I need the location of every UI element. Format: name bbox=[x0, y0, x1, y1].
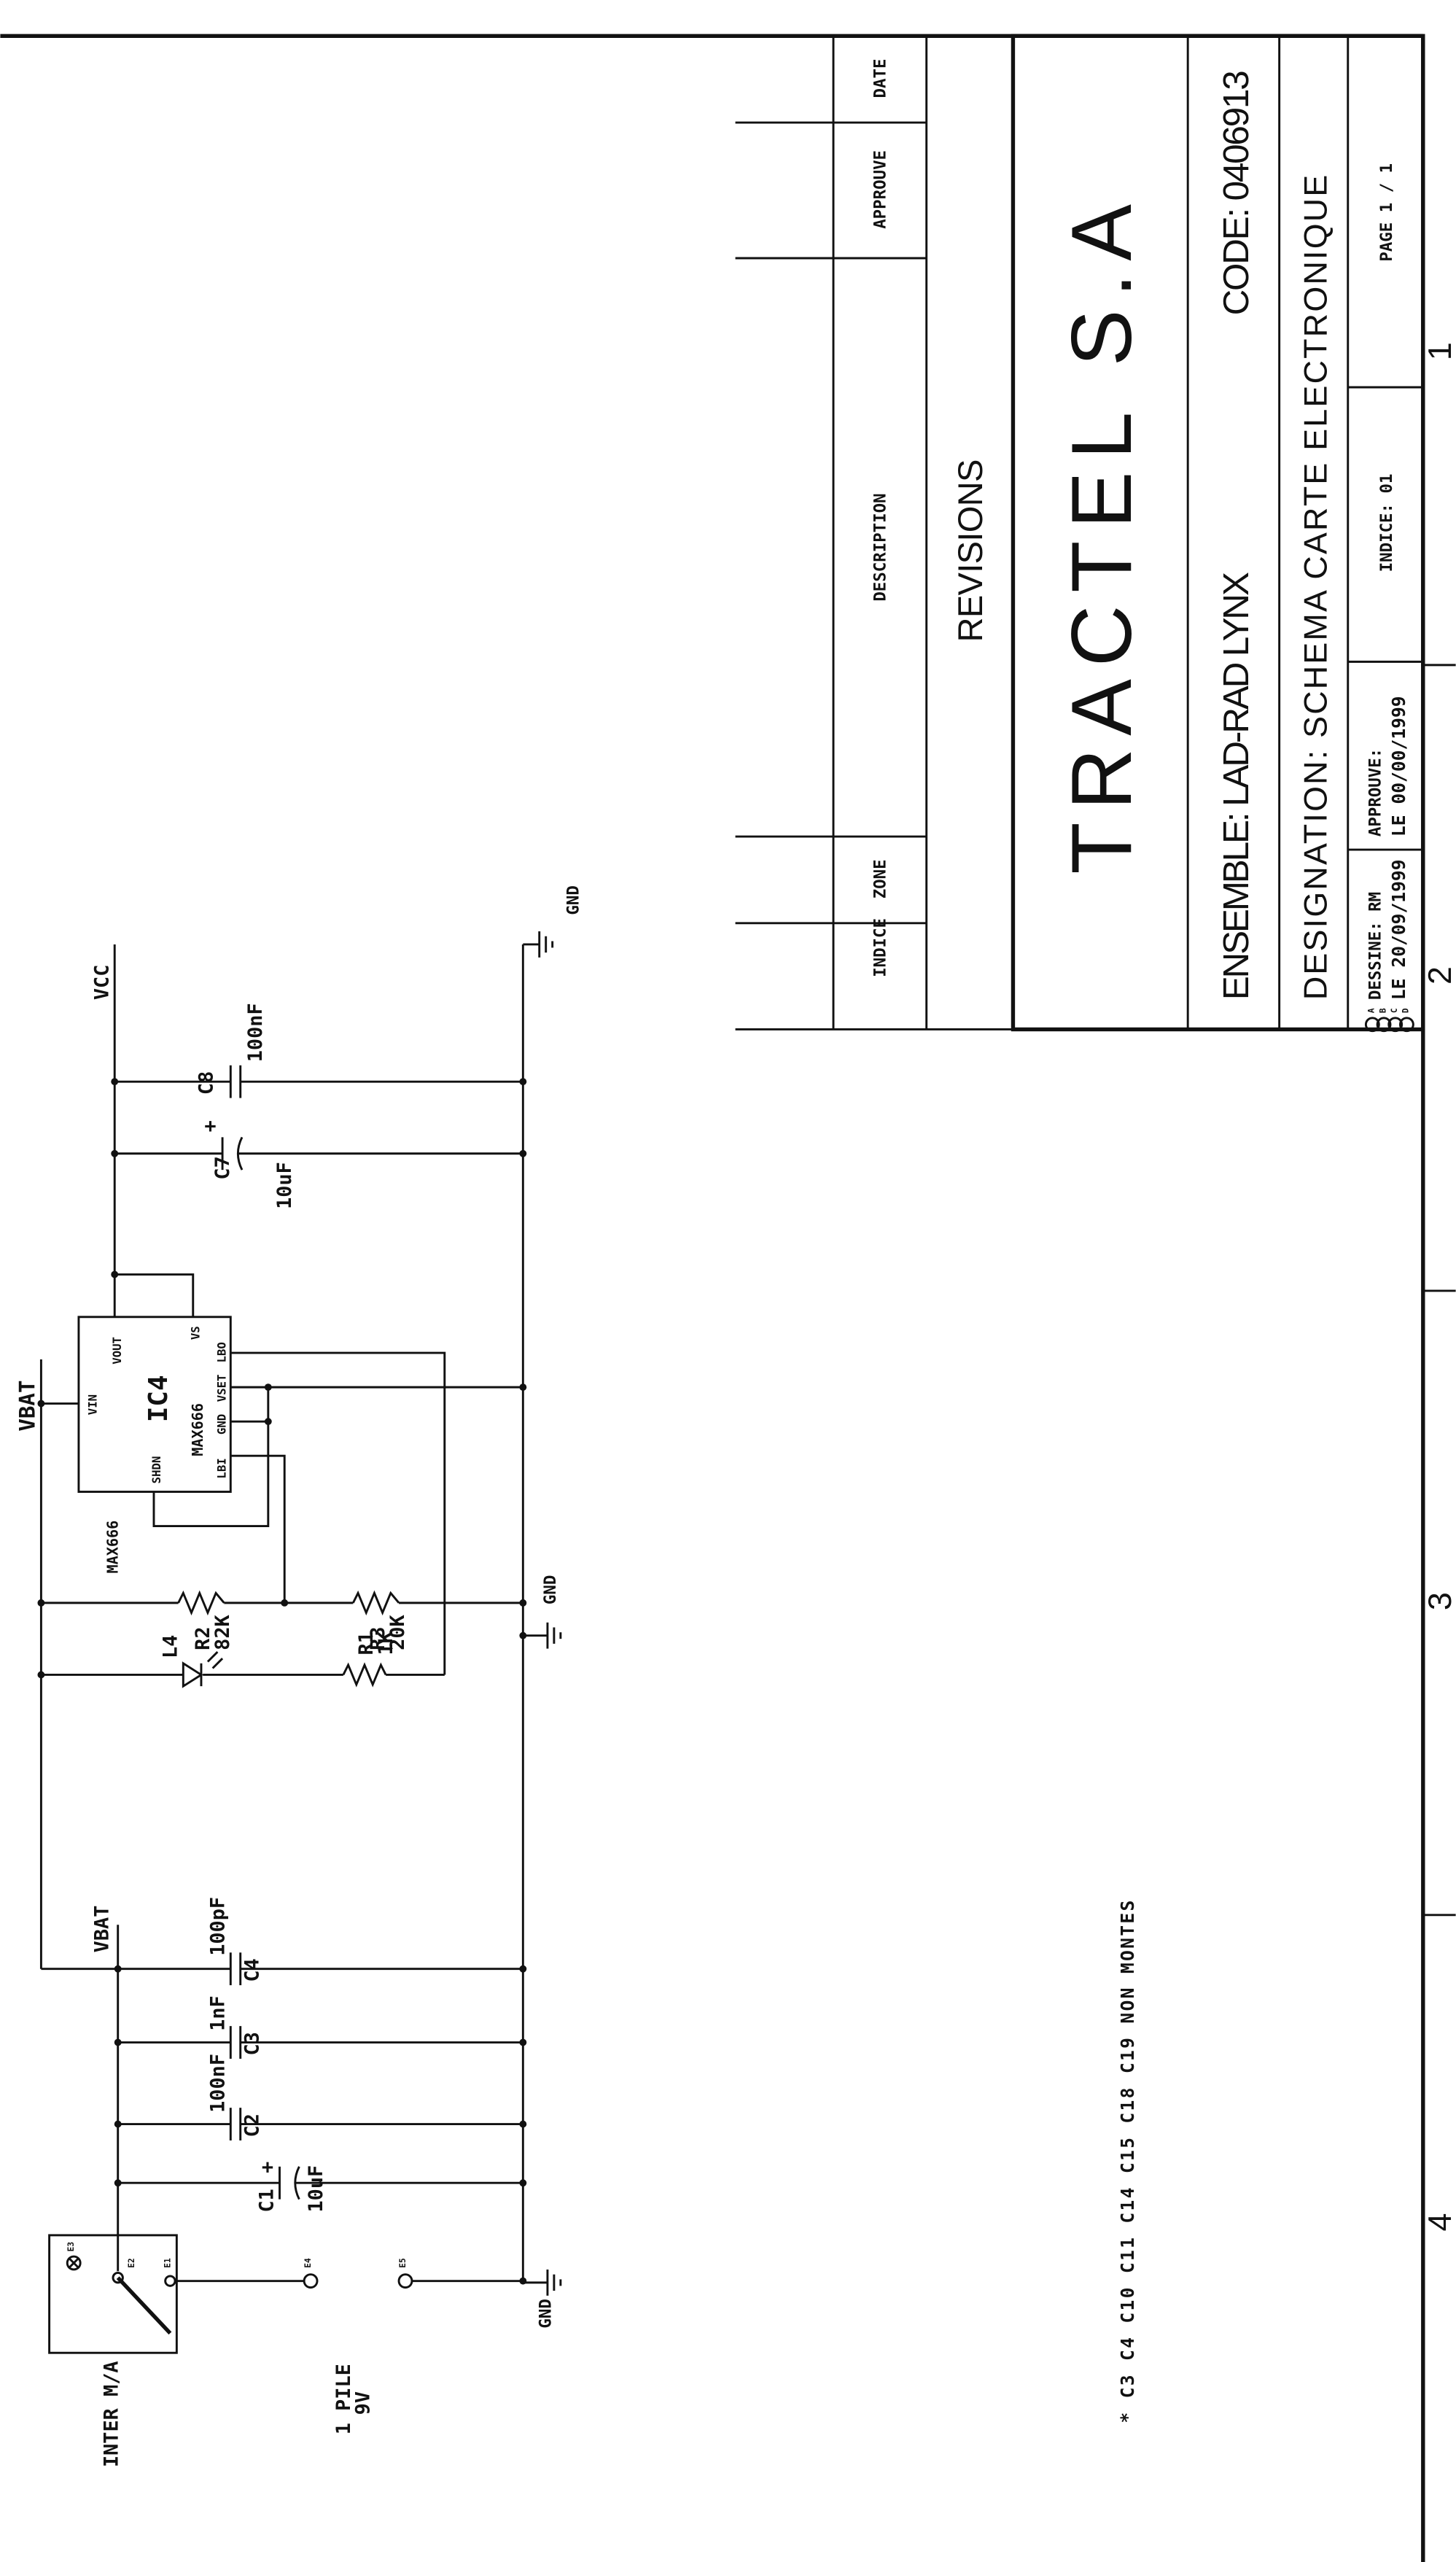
header-description: DESCRIPTION bbox=[871, 493, 890, 601]
header-indice: INDICE bbox=[871, 918, 890, 977]
c8-value: 100nF bbox=[244, 1003, 267, 1062]
switch-e2: E2 bbox=[127, 2258, 136, 2267]
battery-label-1: 1 PILE bbox=[332, 2364, 355, 2434]
switch-e3: E3 bbox=[66, 2242, 76, 2252]
led-symbol bbox=[182, 1651, 224, 1688]
c4-ref: C4 bbox=[241, 1958, 263, 1981]
page-number: PAGE 1 / 1 bbox=[1377, 163, 1396, 262]
c8-ref: C8 bbox=[195, 1071, 218, 1095]
battery-label-2: 9V bbox=[352, 2391, 375, 2415]
zone-1: 1 bbox=[1422, 342, 1456, 360]
net-gnd-bottom: GND bbox=[536, 2299, 555, 2328]
assembly-note: * C3 C4 C10 C11 C14 C15 C18 C19 NON MONT… bbox=[1117, 1901, 1138, 2423]
zone-markers: 1 2 3 4 bbox=[1422, 342, 1456, 2231]
c3-value: 1nF bbox=[206, 1995, 229, 2031]
net-vbat-top: VBAT bbox=[15, 1381, 39, 1432]
c1-ref: C1 bbox=[256, 2189, 279, 2212]
net-gnd-top: GND bbox=[564, 885, 583, 915]
revisions-title: REVISIONS bbox=[951, 459, 989, 643]
c3-ref: C3 bbox=[241, 2032, 263, 2055]
c7-plus: + bbox=[204, 1115, 216, 1138]
r1-value: 1K bbox=[375, 1631, 397, 1655]
ic4-part-inside: MAX666 bbox=[189, 1403, 206, 1456]
r3-ref: R3 bbox=[367, 1626, 389, 1650]
c4-value: 100pF bbox=[206, 1897, 229, 1956]
ic4-part-label: MAX666 bbox=[104, 1521, 122, 1574]
capacitor-symbols bbox=[221, 1065, 300, 2200]
format-mark-b: B bbox=[1378, 1008, 1387, 1013]
c7-value: 10uF bbox=[273, 1162, 296, 1209]
zone-2: 2 bbox=[1422, 966, 1456, 985]
format-mark-c: C bbox=[1390, 1008, 1399, 1013]
header-approuve: APPROUVE bbox=[871, 150, 890, 229]
pin-lbo: LBO bbox=[215, 1342, 229, 1362]
net-vbat-bottom: VBAT bbox=[90, 1906, 113, 1953]
ic4-ref: IC4 bbox=[144, 1375, 174, 1422]
r3-value: 20K bbox=[386, 1614, 409, 1650]
dessine-by: DESSINE: RM bbox=[1366, 892, 1385, 1000]
c2-ref: C2 bbox=[241, 2113, 263, 2137]
header-zone: ZONE bbox=[871, 859, 890, 898]
r1-ref: R1 bbox=[355, 1631, 378, 1655]
c1-plus: + bbox=[262, 2156, 273, 2178]
wires bbox=[39, 943, 548, 2284]
drawing-code: CODE: 0406913 bbox=[1216, 70, 1256, 315]
pin-vs: VS bbox=[189, 1326, 203, 1340]
ground-symbols bbox=[538, 931, 562, 2296]
pin-shdn: SHDN bbox=[149, 1456, 163, 1484]
l4-ref: L4 bbox=[159, 1635, 182, 1658]
c2-value: 100nF bbox=[206, 2054, 229, 2113]
c1-value: 10uF bbox=[305, 2165, 327, 2213]
format-mark-d: D bbox=[1401, 1008, 1411, 1013]
battery-e5: E5 bbox=[398, 2258, 408, 2267]
battery-terminals: E4 E5 bbox=[303, 2258, 413, 2289]
ic4-max666: IC4 MAX666 VIN VOUT VS LBO VSET GND LBI … bbox=[77, 1316, 232, 1574]
pin-vin: VIN bbox=[86, 1394, 100, 1415]
dessine-date: LE 20/09/1999 bbox=[1388, 859, 1409, 1000]
format-mark-a: A bbox=[1367, 1008, 1377, 1013]
title-block: INDICE ZONE DESCRIPTION APPROUVE DATE RE… bbox=[735, 34, 1425, 1033]
switch-label: INTER M/A bbox=[101, 2361, 123, 2467]
switch-inter-ma: E3 E2 E1 bbox=[48, 2234, 178, 2354]
r2-ref: R2 bbox=[192, 1626, 214, 1650]
company-name: TRACTEL S.A bbox=[1054, 204, 1149, 874]
pin-vset: VSET bbox=[215, 1375, 229, 1402]
approuve-by: APPROUVE: bbox=[1366, 748, 1385, 836]
zone-4: 4 bbox=[1422, 2213, 1456, 2232]
pin-lbi: LBI bbox=[215, 1458, 229, 1478]
net-vcc: VCC bbox=[90, 965, 113, 1001]
ensemble-name: ENSEMBLE: LAD-RAD LYNX bbox=[1216, 572, 1256, 1000]
indice-value: INDICE: 01 bbox=[1377, 474, 1396, 572]
r2-value: 82K bbox=[211, 1614, 234, 1650]
junctions bbox=[37, 1078, 527, 2285]
net-gnd-mid: GND bbox=[541, 1575, 560, 1604]
pin-gnd: GND bbox=[215, 1414, 229, 1435]
battery-e4: E4 bbox=[303, 2258, 313, 2268]
pin-vout: VOUT bbox=[110, 1337, 124, 1365]
zone-3: 3 bbox=[1422, 1592, 1456, 1610]
switch-e1: E1 bbox=[163, 2258, 172, 2268]
format-marks: A B C D bbox=[1364, 1008, 1414, 1033]
c7-ref: C7 bbox=[211, 1156, 234, 1179]
designation: DESIGNATION: SCHEMA CARTE ELECTRONIQUE bbox=[1298, 175, 1334, 1000]
header-date: DATE bbox=[871, 59, 890, 98]
approuve-date: LE 00/00/1999 bbox=[1388, 696, 1409, 836]
